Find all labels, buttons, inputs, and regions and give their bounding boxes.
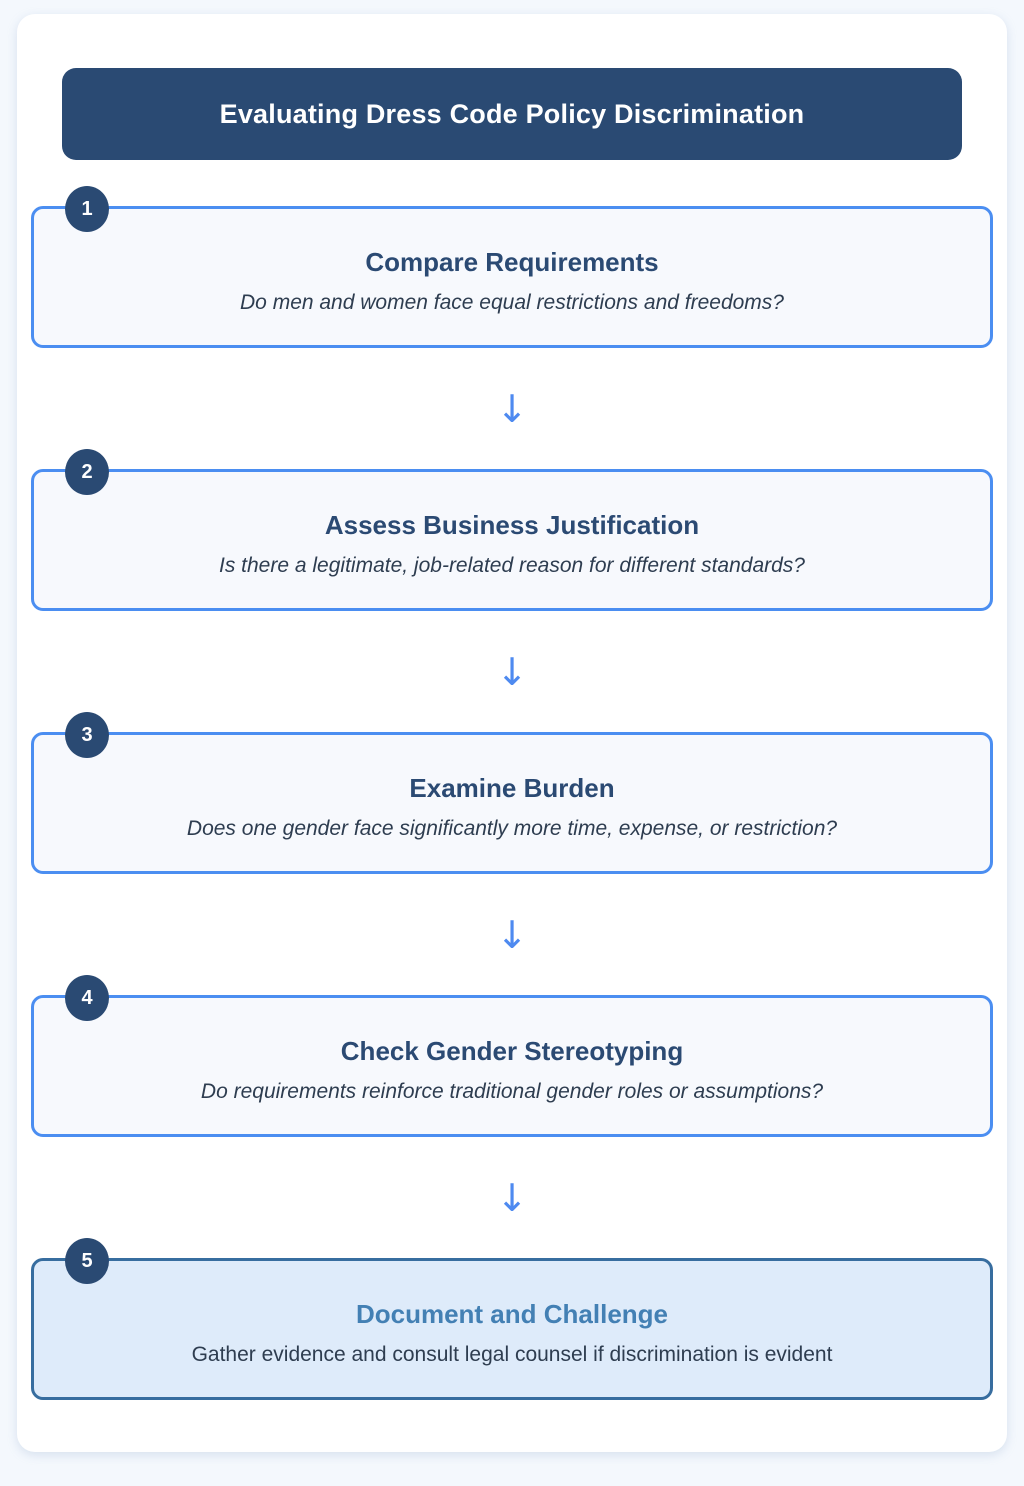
page-title: Evaluating Dress Code Policy Discriminat… [62,68,962,160]
step: 3 Examine Burden Does one gender face si… [17,712,1007,995]
step: 1 Compare Requirements Do men and women … [17,186,1007,469]
step-number-badge: 5 [65,1238,109,1284]
down-arrow-icon: ↓ [496,1175,528,1220]
step-title: Compare Requirements [365,247,659,277]
step-title: Check Gender Stereotyping [340,1036,684,1066]
step-box: 1 Compare Requirements Do men and women … [31,186,993,348]
step-title: Document and Challenge [355,1299,669,1329]
arrow-row: ↓ [17,1137,1007,1258]
step: 2 Assess Business Justification Is there… [17,449,1007,732]
arrow-row: ↓ [17,874,1007,995]
step-box: 3 Examine Burden Does one gender face si… [31,712,993,874]
step-subtitle: Do requirements reinforce traditional ge… [200,1080,824,1103]
step-box: 4 Check Gender Stereotyping Do requireme… [31,975,993,1137]
step-number-badge: 2 [65,449,109,495]
step-number-badge: 4 [65,975,109,1021]
step-number: 1 [81,197,93,220]
step: 4 Check Gender Stereotyping Do requireme… [17,975,1007,1258]
step-subtitle: Is there a legitimate, job-related reaso… [219,554,805,577]
step-title: Assess Business Justification [324,510,700,540]
down-arrow-icon: ↓ [496,912,528,957]
step-box: 5 Document and Challenge Gather evidence… [31,1238,993,1400]
steps-list: 1 Compare Requirements Do men and women … [17,186,1007,1400]
step-number: 5 [81,1249,93,1272]
flowchart-card: Evaluating Dress Code Policy Discriminat… [17,14,1007,1452]
step-subtitle: Do men and women face equal restrictions… [240,291,784,314]
step: 5 Document and Challenge Gather evidence… [17,1238,1007,1400]
step-box: 2 Assess Business Justification Is there… [31,449,993,611]
step-number: 4 [81,986,93,1009]
arrow-row: ↓ [17,611,1007,732]
down-arrow-icon: ↓ [496,386,528,431]
step-number-badge: 1 [65,186,109,232]
step-number: 2 [81,460,93,483]
arrow-row: ↓ [17,348,1007,469]
step-subtitle: Gather evidence and consult legal counse… [191,1343,833,1366]
down-arrow-icon: ↓ [496,649,528,694]
step-subtitle: Does one gender face significantly more … [186,817,838,840]
step-number-badge: 3 [65,712,109,758]
step-number: 3 [81,723,93,746]
page: { "page": { "title": "Evaluating Dress C… [0,14,1024,1486]
step-title: Examine Burden [409,773,615,803]
